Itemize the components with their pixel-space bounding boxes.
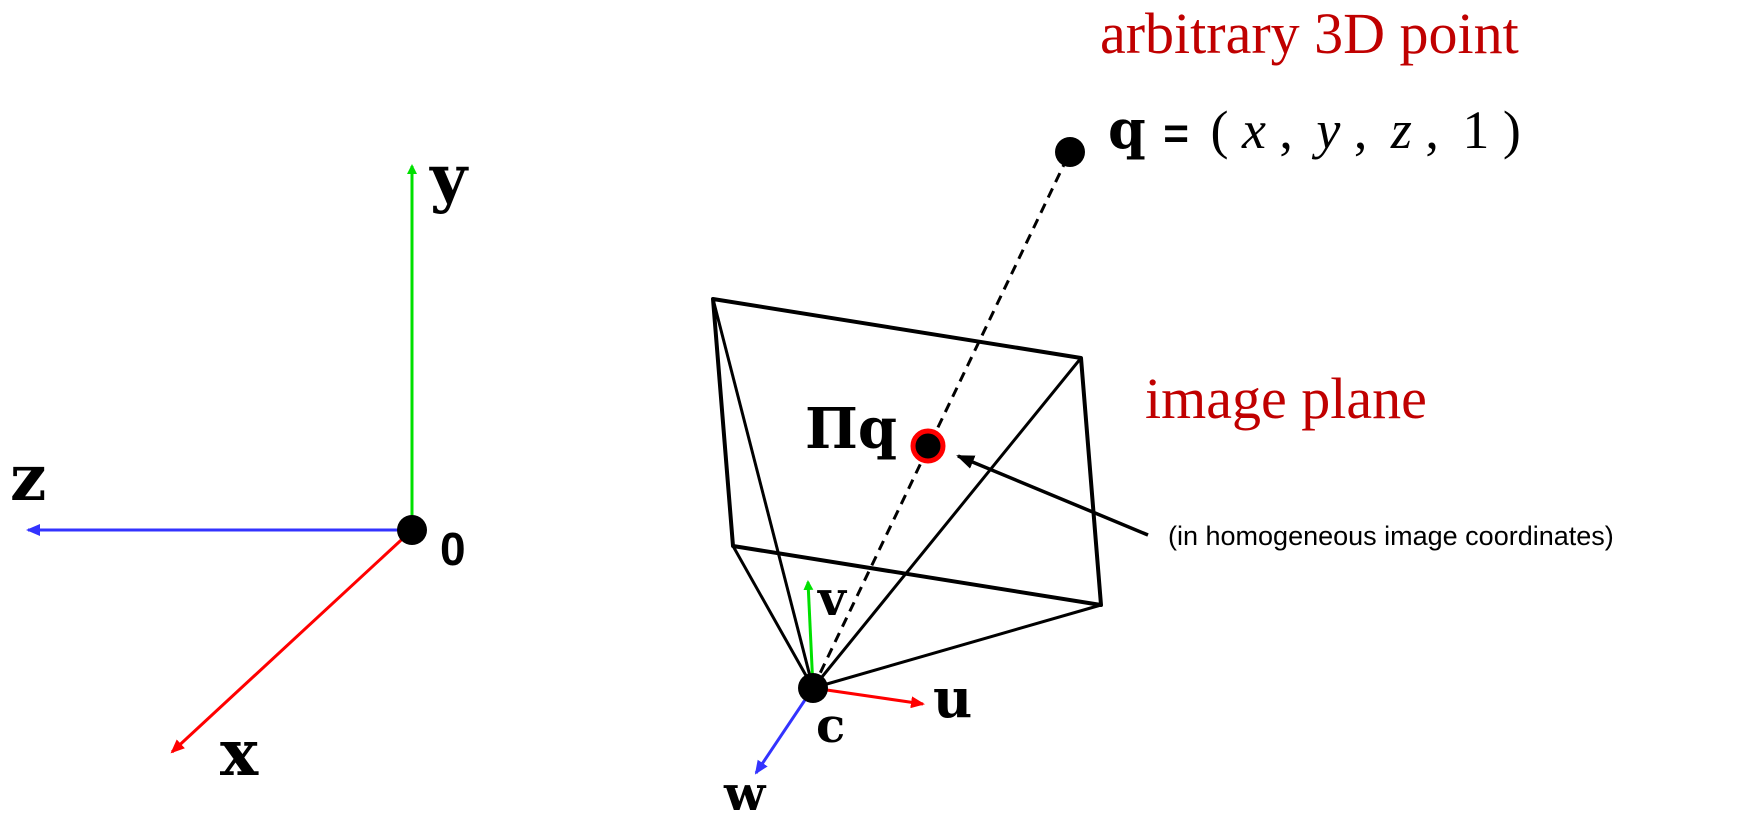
point-q-group: arbitrary 3D point q = ( x , y , z , 1 ) <box>1055 1 1521 167</box>
point-q-coord-w: 1 <box>1462 100 1489 160</box>
world-origin-label: 0 <box>440 523 466 575</box>
point-q-coord-x: x <box>1241 100 1266 160</box>
projected-point <box>910 428 946 464</box>
point-q <box>1055 137 1085 167</box>
image-plane-quad <box>711 297 1103 607</box>
frustum-edge-bottom-left <box>731 545 815 689</box>
projection-ray <box>811 151 1072 689</box>
frustum-edge-bottom-right <box>812 603 1102 690</box>
point-q-coord-y: y <box>1311 100 1340 160</box>
world-x-label: x <box>220 716 259 791</box>
point-q-comma-3: , <box>1425 100 1439 160</box>
camera-frustum <box>711 297 1103 690</box>
annotation-note: (in homogeneous image coordinates) <box>1168 521 1614 551</box>
camera-v-label: v <box>817 571 848 627</box>
point-q-heading: arbitrary 3D point <box>1100 1 1519 66</box>
camera-v-axis <box>803 580 815 689</box>
projected-point-group: Πq image plane (in homogeneous image coo… <box>805 366 1614 551</box>
camera-w-label: w <box>723 766 767 813</box>
camera-u-label: u <box>933 666 972 730</box>
point-q-comma-1: , <box>1279 100 1293 160</box>
frustum-edge-top-left <box>711 298 815 689</box>
world-y-label: y <box>429 141 469 216</box>
camera-frame: v u w c <box>723 571 972 813</box>
annotation-pointer-arrow <box>956 454 1149 537</box>
point-q-close-paren: ) <box>1503 100 1521 160</box>
camera-u-axis <box>812 686 925 709</box>
camera-center-label: c <box>816 698 845 754</box>
camera-center-point <box>798 673 828 703</box>
world-frame: y z x 0 <box>10 141 469 791</box>
point-q-symbol: q <box>1108 97 1146 161</box>
frustum-edge-top-right <box>811 357 1083 689</box>
world-origin-point <box>397 515 427 545</box>
point-q-coord-z: z <box>1390 100 1412 160</box>
point-q-formula: q = ( x , y , z , 1 ) <box>1108 97 1521 161</box>
world-x-axis <box>170 528 414 754</box>
camera-w-axis <box>754 687 815 775</box>
projected-point-label: Πq <box>805 396 897 462</box>
image-plane-heading: image plane <box>1145 366 1427 431</box>
point-q-open-paren: ( <box>1210 100 1228 160</box>
world-z-label: z <box>10 441 46 516</box>
point-q-comma-2: , <box>1354 100 1368 160</box>
point-q-equals: = <box>1163 109 1189 158</box>
